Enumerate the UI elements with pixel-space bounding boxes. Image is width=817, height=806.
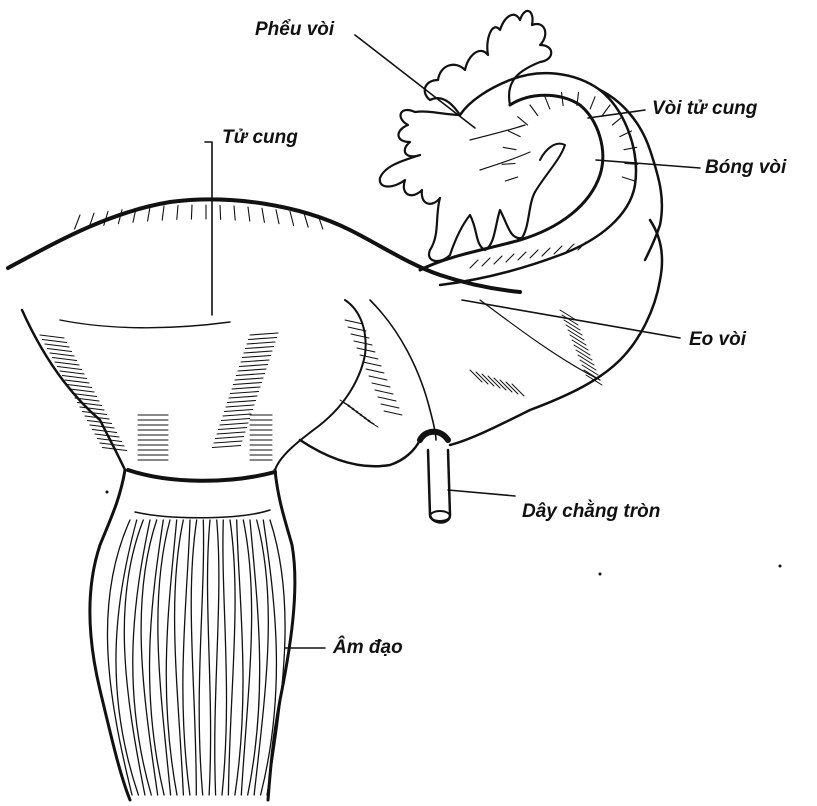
leader-tu-cung [205,142,212,315]
label-am-dao: Âm đạo [333,638,403,657]
leader-bong-voi [596,160,700,168]
speck-dots [106,491,782,576]
leader-voi-tu-cung [588,110,645,118]
round-ligament-drawing [420,432,450,523]
fallopian-tube-drawing [420,73,662,285]
leader-phau-voi [355,35,475,128]
uterus-drawing [8,199,520,470]
label-bong-voi: Bóng vòi [705,158,786,177]
fimbriae-drawing [380,11,565,261]
label-voi-tu-cung: Vòi tử cung [652,99,757,118]
leader-day-chang-tron [448,490,515,496]
label-eo-voi: Eo vòi [689,330,746,349]
label-tu-cung: Tử cung [222,128,298,147]
label-day-chang-tron: Dây chằng tròn [522,502,660,521]
label-phau-voi: Phểu vòi [255,20,334,39]
vagina-drawing [90,470,295,800]
broad-ligament-drawing [300,220,662,466]
